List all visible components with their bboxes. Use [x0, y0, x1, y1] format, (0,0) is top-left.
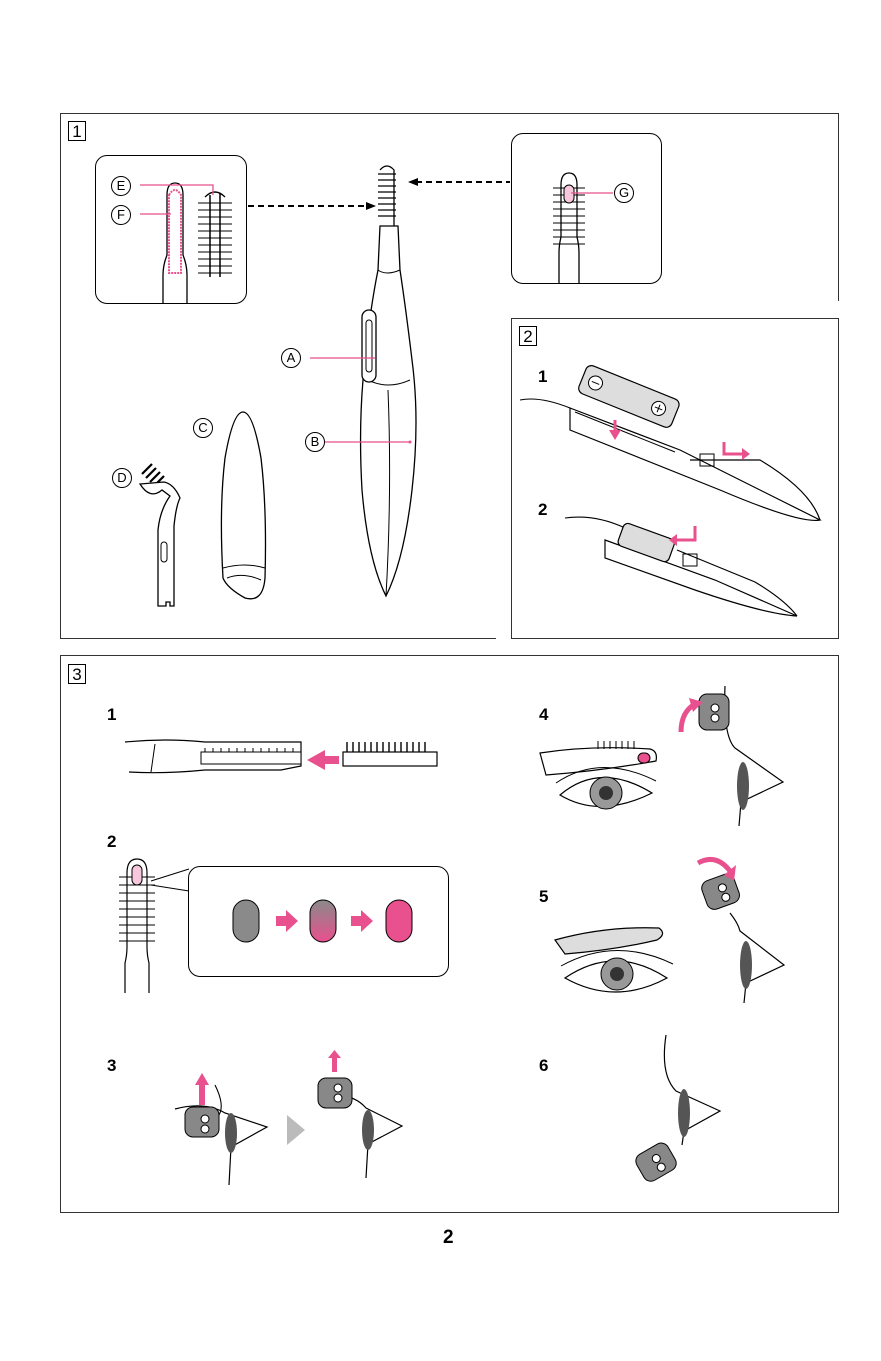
indicator-warming-state — [310, 900, 336, 942]
part-label-e: E — [111, 176, 131, 196]
section-3-step-3: 3 — [107, 1056, 116, 1076]
section-3-number: 3 — [68, 664, 86, 684]
section-3-step-5: 5 — [539, 887, 548, 907]
eye-front-step-5 — [555, 920, 685, 1010]
indicator-off-state — [233, 900, 259, 942]
cleaning-brush-drawing — [130, 460, 190, 610]
battery-insert-drawing — [520, 370, 830, 530]
eye-profile-step-3b — [310, 1050, 410, 1180]
cap-drawing — [215, 408, 275, 603]
eye-front-step-4 — [540, 735, 680, 825]
part-label-b: B — [305, 432, 325, 452]
part-label-f: F — [111, 205, 131, 225]
part-label-d: D — [112, 468, 132, 488]
eye-profile-step-4 — [675, 686, 795, 826]
step-3-next-arrow — [287, 1115, 307, 1145]
indicator-device-drawing — [115, 855, 195, 995]
section-3-step-1: 1 — [107, 705, 116, 725]
part-label-c: C — [193, 418, 213, 438]
section-3-step-2: 2 — [107, 832, 116, 852]
indicator-detail-drawing — [511, 133, 662, 284]
attach-comb-drawing — [125, 730, 445, 780]
section-3-step-4: 4 — [539, 705, 548, 725]
indicator-color-sequence — [188, 866, 449, 977]
indicator-ready-state — [386, 900, 412, 942]
section-3-step-6: 6 — [539, 1056, 548, 1076]
eye-profile-step-5 — [690, 853, 800, 1003]
eye-profile-step-6 — [630, 1035, 740, 1185]
section-2-number: 2 — [519, 326, 537, 346]
eye-profile-step-3a — [155, 1065, 275, 1185]
part-label-a: A — [281, 348, 301, 368]
battery-closed-drawing — [565, 510, 805, 620]
section-1-number: 1 — [68, 121, 86, 141]
page-number: 2 — [443, 1227, 454, 1249]
part-label-g: G — [614, 183, 634, 203]
